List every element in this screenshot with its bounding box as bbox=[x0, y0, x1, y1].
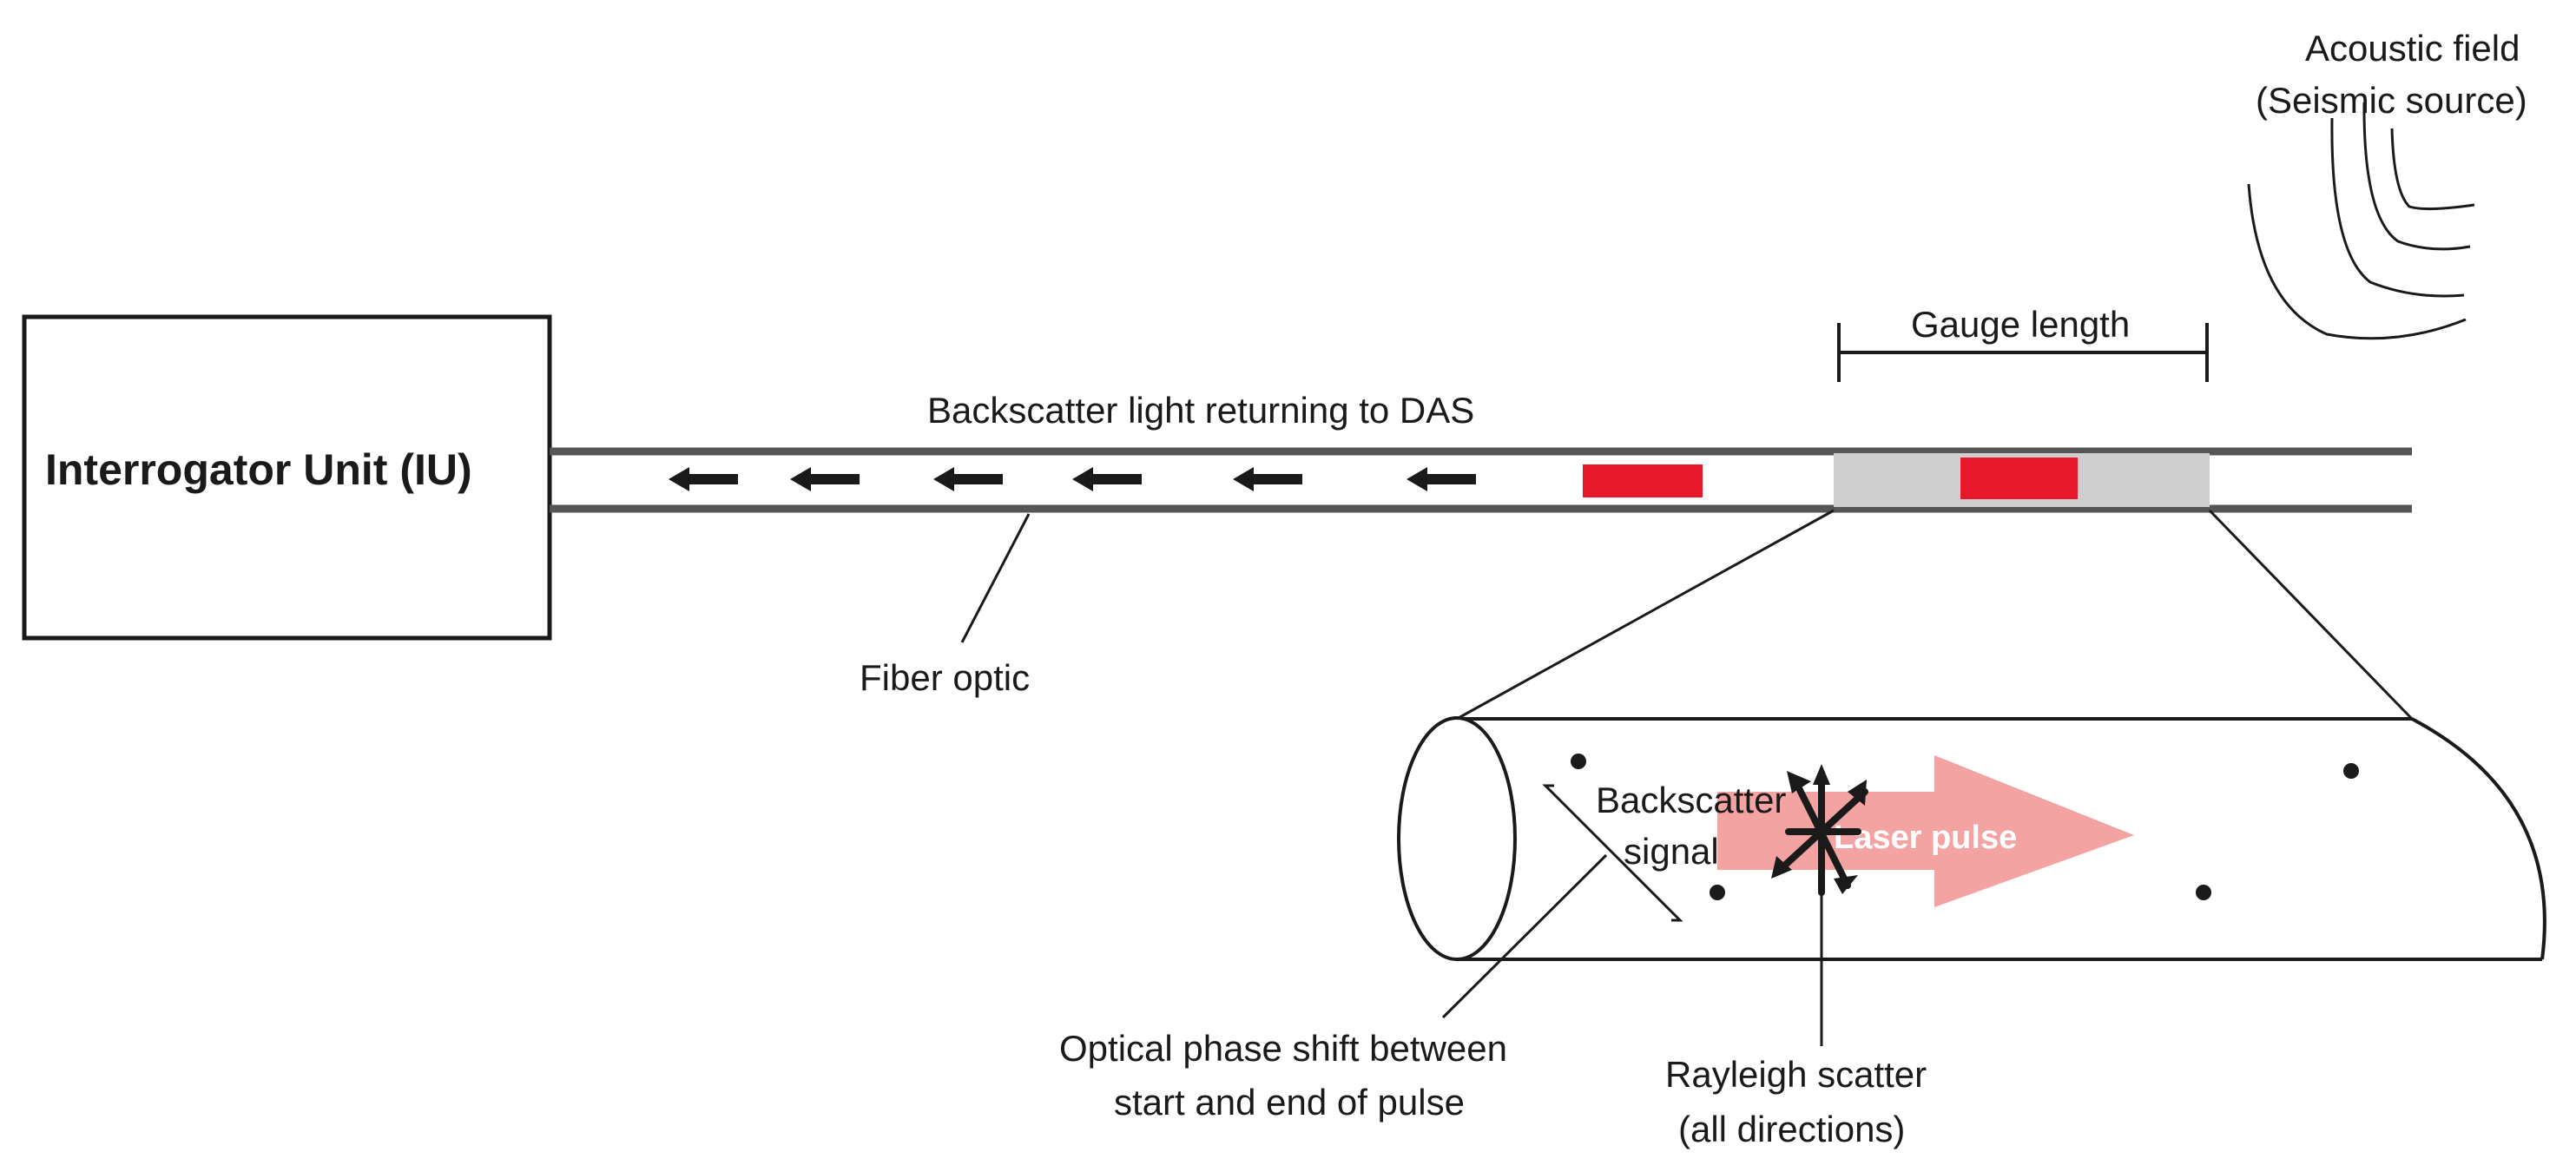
scatter-particle bbox=[2196, 885, 2211, 900]
backscatter-arrow-icon bbox=[1233, 467, 1302, 491]
acoustic-field: Acoustic field (Seismic source) bbox=[2247, 28, 2527, 340]
acoustic-field-label-line2: (Seismic source) bbox=[2256, 80, 2527, 121]
laser-pulse-label: Laser pulse bbox=[1834, 820, 2017, 856]
interrogator-unit: Interrogator Unit (IU) bbox=[22, 314, 552, 641]
gauge-pulse-marker bbox=[1960, 458, 2078, 499]
phase-shift-label-line2: start and end of pulse bbox=[1114, 1082, 1465, 1123]
acoustic-wavefront-1 bbox=[2390, 128, 2475, 211]
phase-shift-leader bbox=[1441, 853, 1608, 1019]
interrogator-unit-label: Interrogator Unit (IU) bbox=[45, 445, 472, 494]
cylinder-end-cap bbox=[1397, 716, 1517, 961]
backscatter-arrows bbox=[669, 467, 1476, 491]
backscatter-arrow-icon bbox=[669, 467, 738, 491]
backscatter-arrow-icon bbox=[1072, 467, 1142, 491]
phase-shift-label-line1: Optical phase shift between bbox=[1059, 1028, 1507, 1069]
acoustic-field-label-line1: Acoustic field bbox=[2305, 28, 2520, 69]
backscatter-light-label: Backscatter light returning to DAS bbox=[927, 390, 1474, 431]
scatter-particle bbox=[2343, 763, 2359, 779]
acoustic-wavefront-4 bbox=[2247, 183, 2467, 340]
gauge-section: Gauge length bbox=[1834, 304, 2210, 507]
magnified-fiber: Laser pulse Backscatter signal bbox=[1397, 716, 2546, 961]
backscatter-arrow-icon bbox=[790, 467, 860, 491]
interrogator-unit-box bbox=[22, 314, 552, 641]
backscatter-signal-label-line2: signal bbox=[1624, 831, 1719, 872]
rayleigh-arrowheads bbox=[1771, 764, 1867, 894]
rayleigh-scatter-label-line1: Rayleigh scatter bbox=[1665, 1054, 1927, 1095]
fiber-optic-label: Fiber optic bbox=[860, 657, 1030, 698]
pulse-marker bbox=[1583, 464, 1703, 497]
cylinder-right-edge bbox=[2411, 717, 2546, 960]
backscatter-signal-bracket bbox=[1542, 784, 1683, 922]
backscatter-arrow-icon bbox=[1407, 467, 1476, 491]
gauge-length-label: Gauge length bbox=[1911, 304, 2130, 345]
rayleigh-scatter-label-line2: (all directions) bbox=[1678, 1109, 1905, 1149]
scatter-particle bbox=[1710, 885, 1725, 900]
acoustic-wavefront-2 bbox=[2362, 102, 2471, 251]
acoustic-wavefront-3 bbox=[2330, 117, 2465, 298]
scatter-particle bbox=[1571, 754, 1586, 769]
backscatter-signal-label-line1: Backscatter bbox=[1596, 780, 1786, 820]
fiber-optic-leader bbox=[960, 513, 1031, 643]
fiber-optic-cable bbox=[550, 447, 2412, 513]
zoom-line-right bbox=[2208, 509, 2414, 721]
backscatter-arrow-icon bbox=[933, 467, 1003, 491]
zoom-line-left bbox=[1456, 509, 1835, 721]
